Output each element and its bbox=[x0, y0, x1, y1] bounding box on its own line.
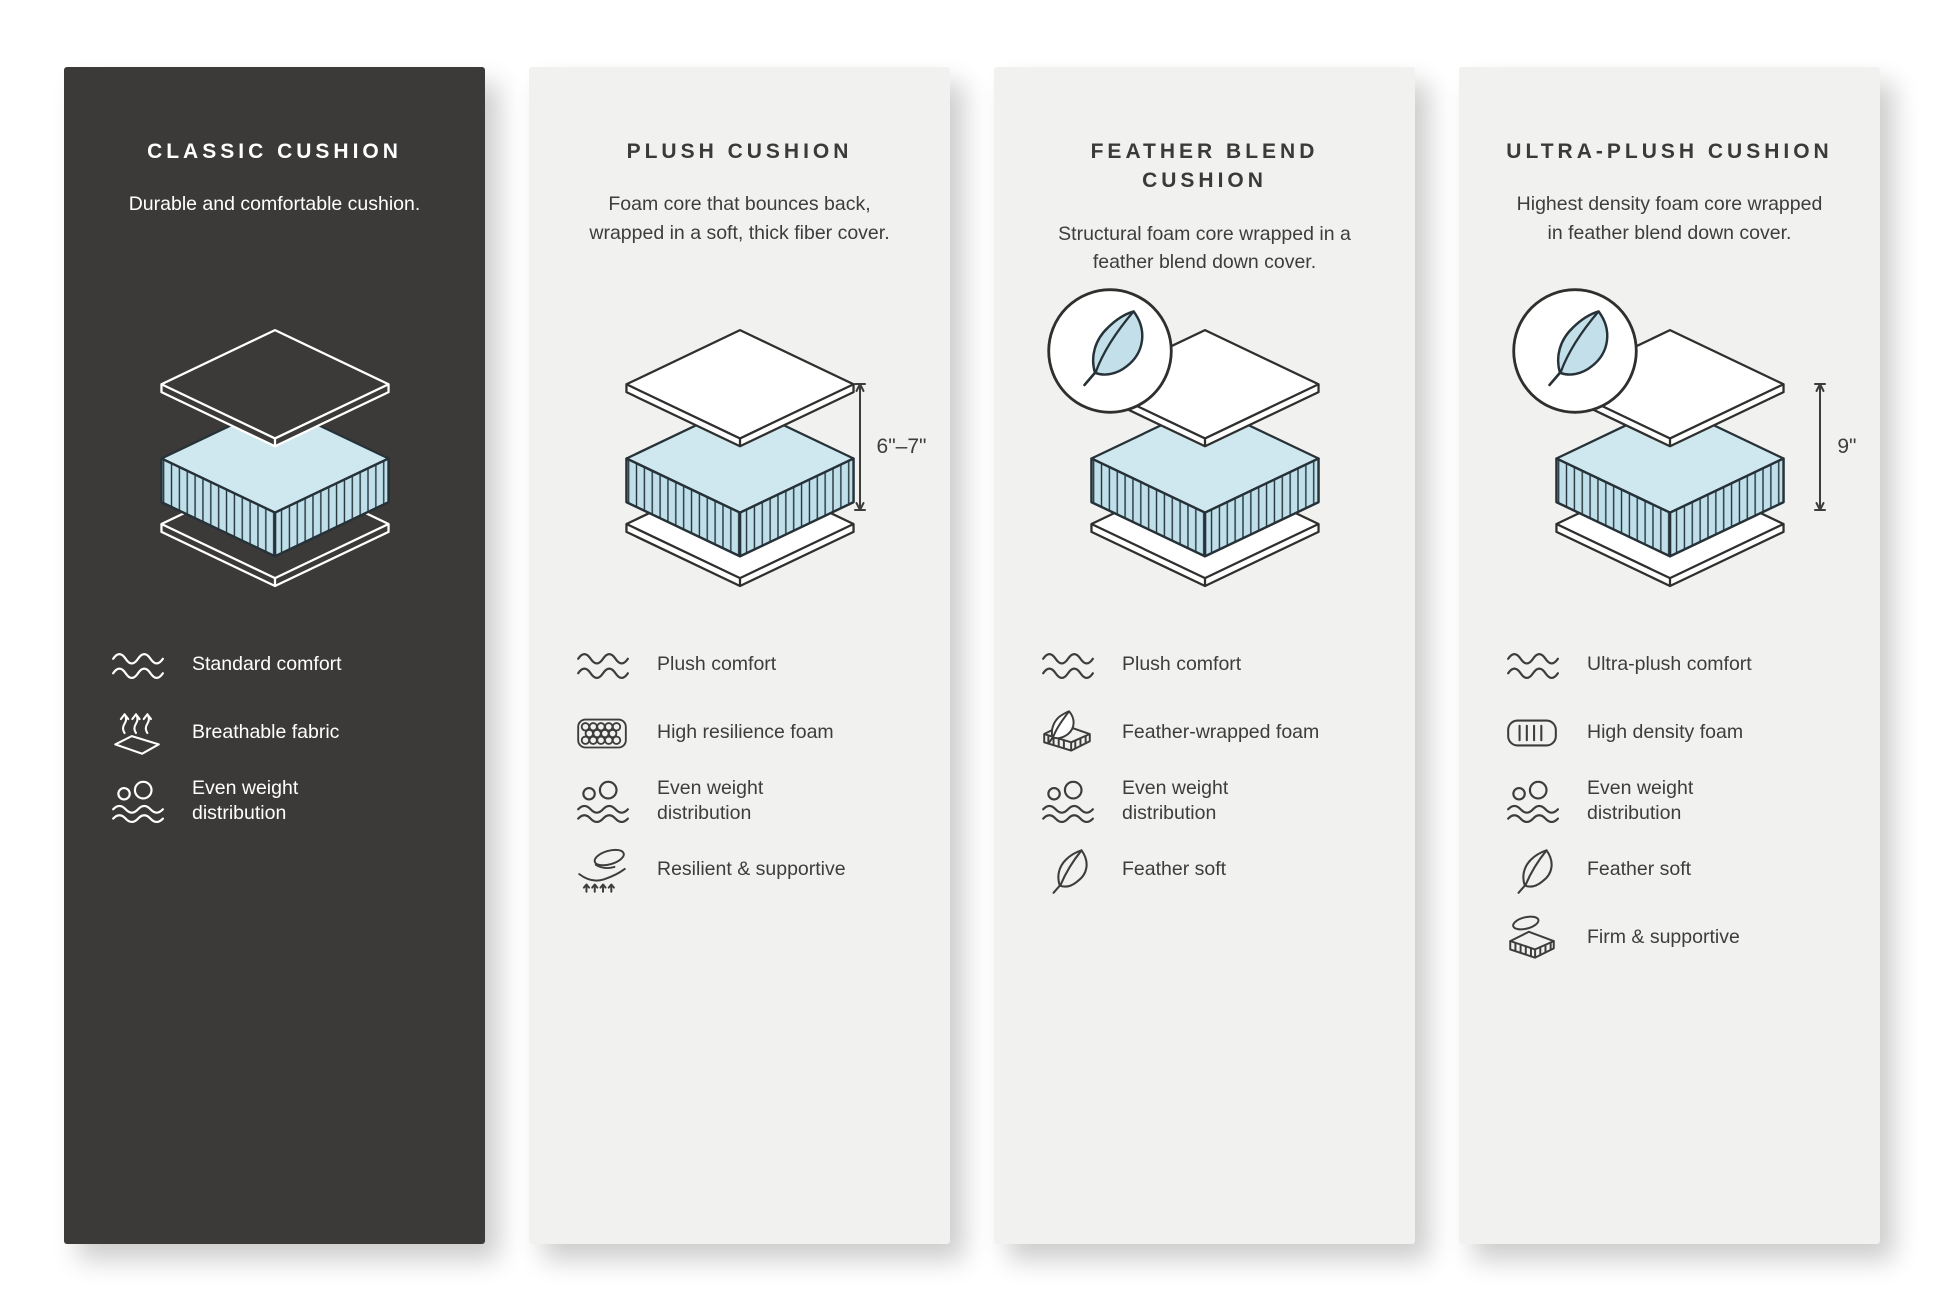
waves-icon bbox=[1503, 640, 1561, 690]
feather-badge-icon bbox=[1509, 285, 1641, 417]
feature-row: Feather soft bbox=[1038, 845, 1371, 895]
cushion-stack-icon bbox=[144, 323, 406, 594]
comparison-page: CLASSIC CUSHION Durable and comfortable … bbox=[64, 67, 1880, 1244]
cushion-layers-illustration: 6"–7" bbox=[609, 323, 927, 594]
card-feather-blend-cushion: FEATHER BLEND CUSHION Structural foam co… bbox=[994, 67, 1415, 1244]
card-header: PLUSH CUSHION Foam core that bounces bac… bbox=[573, 137, 906, 323]
even-weight-distribution-icon bbox=[573, 776, 631, 826]
feature-label: Feather-wrapped foam bbox=[1122, 721, 1320, 744]
even-weight-distribution-icon bbox=[108, 776, 166, 826]
waves-icon bbox=[1038, 640, 1096, 690]
measurement-label: 6"–7" bbox=[876, 435, 927, 458]
feature-label: Resilient & supportive bbox=[657, 858, 846, 881]
card-description: Highest density foam core wrapped in fea… bbox=[1516, 193, 1823, 244]
card-title: CLASSIC CUSHION bbox=[147, 140, 402, 163]
breathable-fabric-icon bbox=[108, 708, 166, 758]
waves-icon bbox=[573, 640, 631, 690]
feature-label: Standard comfort bbox=[192, 653, 342, 676]
feature-list: Ultra-plush comfort High density foam Ev… bbox=[1503, 640, 1836, 963]
card-ultra-plush-cushion: ULTRA-PLUSH CUSHION Highest density foam… bbox=[1459, 67, 1880, 1244]
card-title: PLUSH CUSHION bbox=[626, 140, 853, 163]
feature-list: Plush comfort High resilience foam Even … bbox=[573, 640, 906, 895]
card-description: Foam core that bounces back, wrapped in … bbox=[589, 193, 890, 244]
card-header: FEATHER BLEND CUSHION Structural foam co… bbox=[1038, 137, 1371, 323]
feature-row: High resilience foam bbox=[573, 708, 906, 758]
cushion-layers-illustration bbox=[144, 323, 406, 594]
card-plush-cushion: PLUSH CUSHION Foam core that bounces bac… bbox=[529, 67, 950, 1244]
resilient-supportive-icon bbox=[573, 845, 631, 895]
feature-label: Even weight distribution bbox=[657, 777, 764, 825]
feature-row: Standard comfort bbox=[108, 640, 441, 690]
cushion-layers-illustration: 9" bbox=[1539, 323, 1857, 594]
feather-icon bbox=[1038, 845, 1096, 895]
feather-icon bbox=[1503, 845, 1561, 895]
card-header: CLASSIC CUSHION Durable and comfortable … bbox=[108, 137, 441, 323]
feature-row: Even weight distribution bbox=[1503, 776, 1836, 827]
feature-row: Even weight distribution bbox=[1038, 776, 1371, 827]
feature-row: Resilient & supportive bbox=[573, 845, 906, 895]
feature-row: Firm & supportive bbox=[1503, 913, 1836, 963]
feature-row: Plush comfort bbox=[573, 640, 906, 690]
card-classic-cushion: CLASSIC CUSHION Durable and comfortable … bbox=[64, 67, 485, 1244]
cushion-layers-illustration bbox=[1074, 323, 1336, 594]
feature-list: Standard comfort Breathable fabric Even … bbox=[108, 640, 441, 827]
card-header: ULTRA-PLUSH CUSHION Highest density foam… bbox=[1503, 137, 1836, 323]
measurement-arrow-icon bbox=[853, 383, 866, 511]
feature-row: Even weight distribution bbox=[573, 776, 906, 827]
feather-badge-icon bbox=[1044, 285, 1176, 417]
feature-list: Plush comfort Feather-wrapped foam Even … bbox=[1038, 640, 1371, 895]
feature-label: High resilience foam bbox=[657, 721, 834, 744]
card-title: ULTRA-PLUSH CUSHION bbox=[1506, 140, 1833, 163]
feature-label: Feather soft bbox=[1587, 858, 1692, 881]
card-description: Structural foam core wrapped in a feathe… bbox=[1058, 222, 1351, 274]
high-resilience-foam-icon bbox=[573, 708, 631, 758]
measurement-label: 9" bbox=[1837, 435, 1857, 458]
waves-icon bbox=[108, 640, 166, 690]
feature-row: High density foam bbox=[1503, 708, 1836, 758]
high-density-foam-icon bbox=[1503, 708, 1561, 758]
feature-label: Breathable fabric bbox=[192, 721, 340, 744]
feature-row: Plush comfort bbox=[1038, 640, 1371, 690]
card-description: Durable and comfortable cushion. bbox=[128, 193, 421, 216]
firm-supportive-icon bbox=[1503, 913, 1561, 963]
feature-row: Breathable fabric bbox=[108, 708, 441, 758]
feather-wrapped-foam-icon bbox=[1038, 708, 1096, 758]
feature-label: Plush comfort bbox=[1122, 653, 1242, 676]
feature-label: Even weight distribution bbox=[192, 777, 299, 825]
feature-label: Ultra-plush comfort bbox=[1587, 653, 1752, 676]
even-weight-distribution-icon bbox=[1503, 776, 1561, 826]
card-title: FEATHER BLEND CUSHION bbox=[1090, 140, 1319, 193]
feature-label: Even weight distribution bbox=[1122, 777, 1229, 825]
feature-row: Ultra-plush comfort bbox=[1503, 640, 1836, 690]
feature-row: Feather soft bbox=[1503, 845, 1836, 895]
height-measurement: 9" bbox=[1812, 379, 1857, 515]
feature-label: Firm & supportive bbox=[1587, 926, 1740, 949]
even-weight-distribution-icon bbox=[1038, 776, 1096, 826]
feature-label: Feather soft bbox=[1122, 858, 1227, 881]
measurement-arrow-icon bbox=[1814, 383, 1827, 511]
feature-row: Feather-wrapped foam bbox=[1038, 708, 1371, 758]
feature-row: Even weight distribution bbox=[108, 776, 441, 827]
feature-label: Plush comfort bbox=[657, 653, 777, 676]
feature-label: Even weight distribution bbox=[1587, 777, 1694, 825]
height-measurement: 6"–7" bbox=[852, 379, 927, 515]
cushion-stack-icon bbox=[609, 323, 871, 594]
feature-label: High density foam bbox=[1587, 721, 1744, 744]
